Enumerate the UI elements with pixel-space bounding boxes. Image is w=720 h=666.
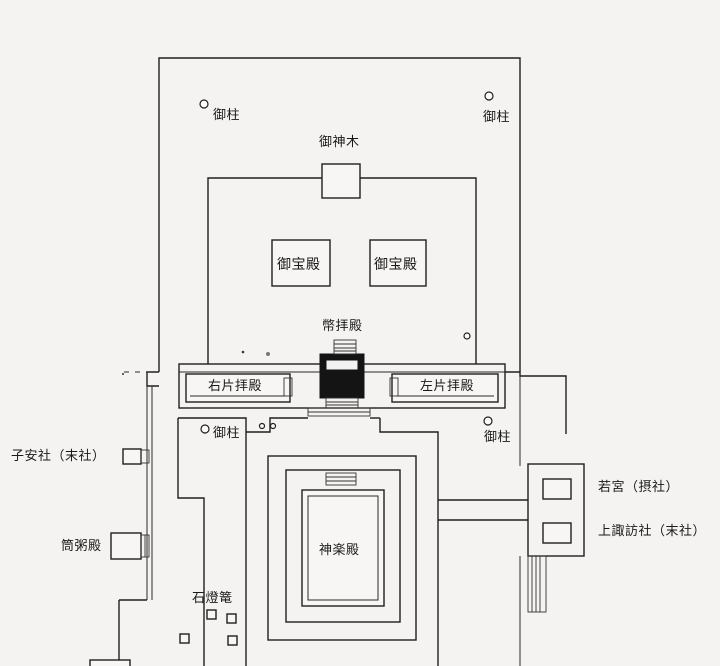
tsutsugayu-den-label: 筒粥殿 bbox=[61, 539, 102, 554]
heihaiden-rear-stairs bbox=[325, 397, 359, 409]
left-katahaiden-label: 左片拝殿 bbox=[420, 379, 475, 394]
inner-precinct-wall bbox=[207, 177, 477, 364]
treasure-hall-right-label: 御宝殿 bbox=[374, 257, 418, 273]
koyasu-sha-label: 子安社（末社） bbox=[11, 449, 106, 464]
pillar-sw-label: 御柱 bbox=[213, 426, 241, 441]
pillar-se-marker bbox=[483, 416, 493, 426]
kagura-outer-enclosure bbox=[267, 455, 417, 641]
pillar-se-label: 御柱 bbox=[484, 430, 512, 445]
wakamiya-block bbox=[527, 463, 585, 557]
pillar-sw-marker bbox=[200, 424, 210, 434]
stone-lantern-4 bbox=[227, 635, 238, 646]
wakamiya-box bbox=[542, 478, 572, 500]
koyasu-sha-box bbox=[122, 448, 142, 465]
kamisuwa-sha-label: 上諏訪社（末社） bbox=[598, 524, 707, 539]
ishidoro-label: 石燈篭 bbox=[192, 591, 233, 606]
sacred-tree-box bbox=[321, 163, 361, 199]
tsutsugayu-den-box bbox=[110, 532, 142, 560]
kamisuwa-box bbox=[542, 522, 572, 544]
pillar-ne-label: 御柱 bbox=[483, 110, 511, 125]
stone-lantern-1 bbox=[206, 609, 217, 620]
right-katahaiden-box bbox=[185, 373, 291, 403]
treasure-hall-left bbox=[271, 239, 331, 287]
outer-enclosure-wall bbox=[158, 57, 521, 372]
right-katahaiden-label: 右片拝殿 bbox=[208, 379, 263, 394]
kagura-den-label: 神楽殿 bbox=[319, 543, 360, 558]
left-katahaiden-box bbox=[391, 373, 499, 403]
pillar-ne-marker bbox=[484, 91, 494, 101]
pillar-nw-label: 御柱 bbox=[213, 108, 241, 123]
kagura-inner-enclosure bbox=[285, 469, 401, 623]
wakamiya-label: 若宮（摂社） bbox=[598, 480, 680, 495]
treasure-hall-left-label: 御宝殿 bbox=[277, 257, 321, 273]
heihaiden-front-stairs bbox=[333, 339, 357, 355]
stone-lantern-2 bbox=[226, 613, 237, 624]
pillar-nw-marker bbox=[199, 99, 209, 109]
sacred-tree-label: 御神木 bbox=[319, 135, 360, 150]
heihaiden-label: 幣拝殿 bbox=[322, 319, 363, 334]
treasure-hall-right bbox=[369, 239, 427, 287]
kagura-den-box bbox=[301, 489, 385, 607]
stone-lantern-3 bbox=[179, 633, 190, 644]
